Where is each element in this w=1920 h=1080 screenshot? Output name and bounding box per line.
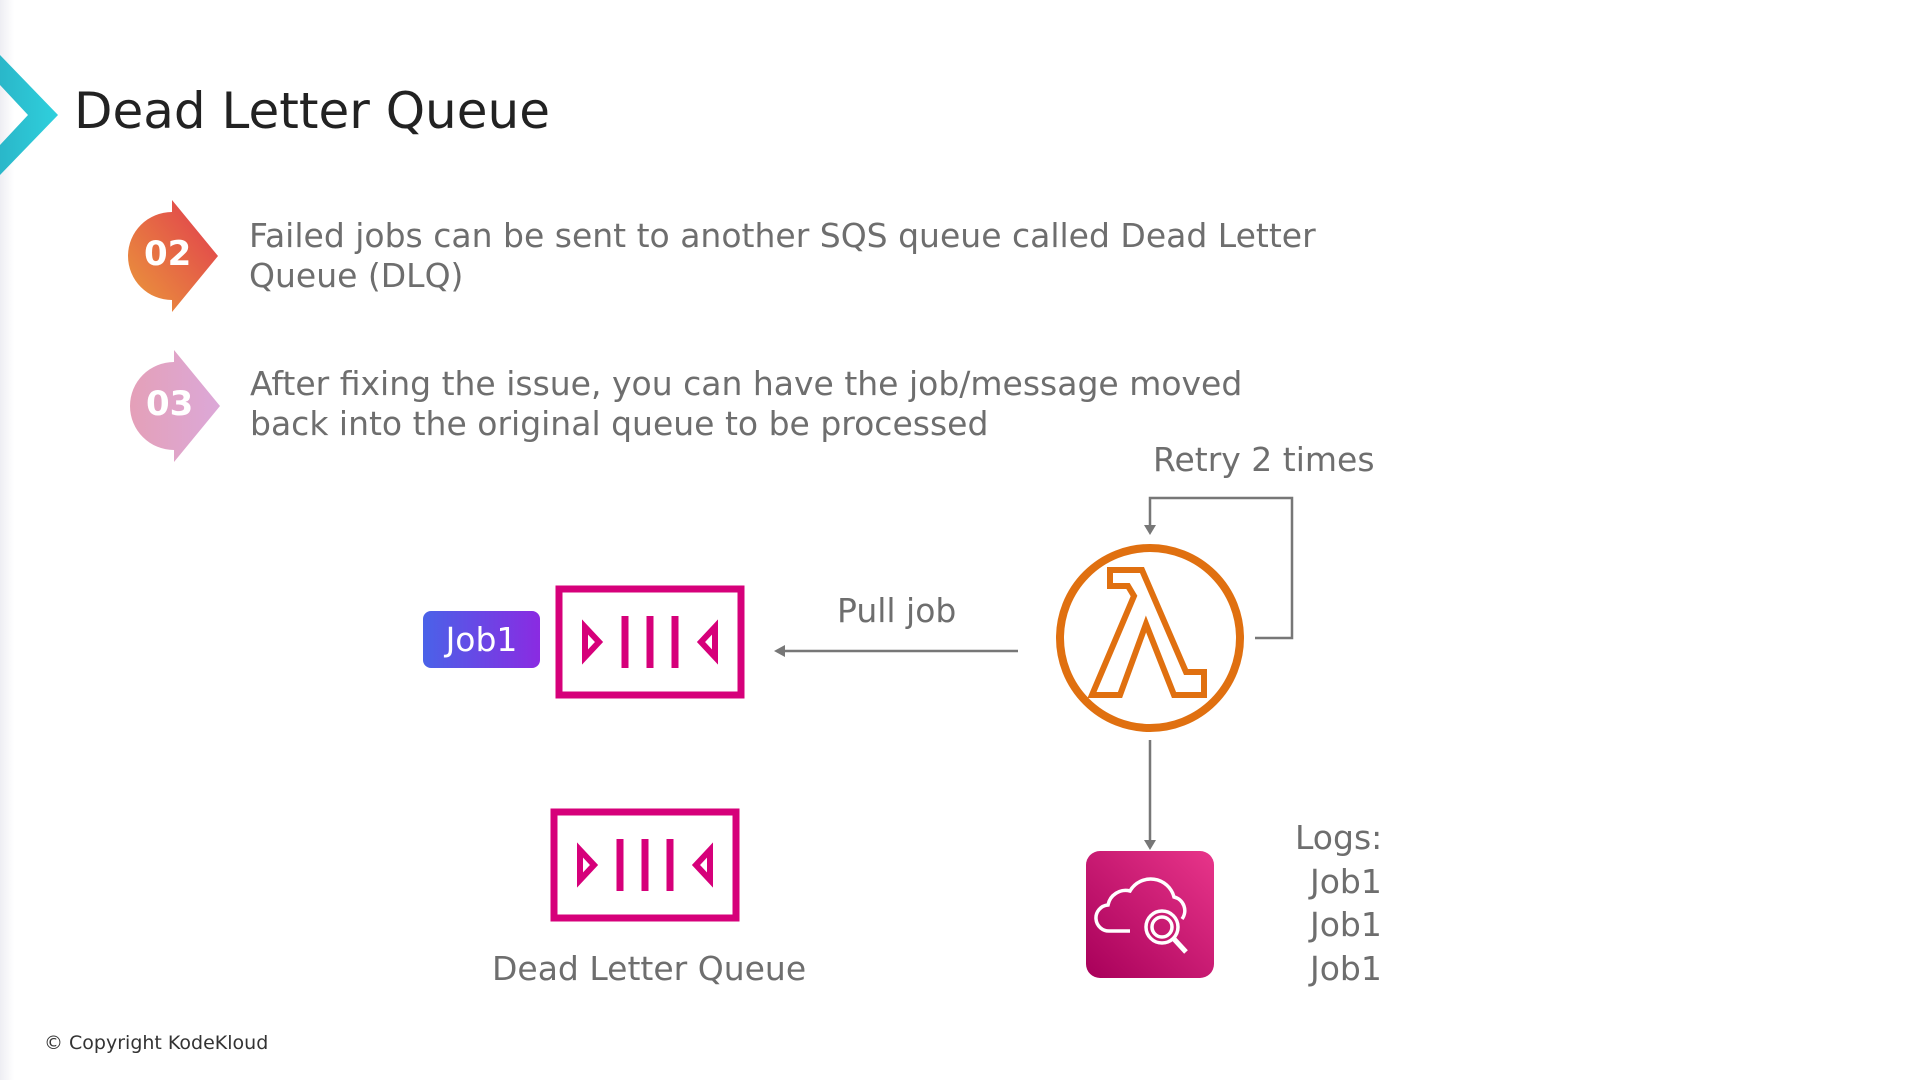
log-entry: Job1 <box>1310 862 1382 901</box>
pull-job-label: Pull job <box>837 591 957 630</box>
cloudwatch-icon <box>1086 851 1214 978</box>
log-entry: Job1 <box>1310 905 1382 944</box>
badge-03-number: 03 <box>146 384 194 424</box>
retry-label: Retry 2 times <box>1153 440 1375 479</box>
bullet-02-line1: Failed jobs can be sent to another SQS q… <box>249 216 1316 255</box>
title-chevron-icon <box>0 55 58 175</box>
bullet-03-line2: back into the original queue to be proce… <box>250 404 989 443</box>
cloud-search-icon <box>1094 877 1188 954</box>
bullet-02-text: Failed jobs can be sent to another SQS q… <box>249 216 1316 296</box>
retry-loop-arrow <box>1148 496 1294 640</box>
sqs-queue-icon <box>555 585 745 699</box>
bullet-03-line1: After fixing the issue, you can have the… <box>250 364 1243 403</box>
badge-03-icon <box>130 350 220 462</box>
job1-badge: Job1 <box>423 611 540 668</box>
page-title: Dead Letter Queue <box>74 82 550 140</box>
badge-02-icon <box>128 200 218 312</box>
logs-label: Logs: <box>1295 818 1383 857</box>
badge-02-number: 02 <box>144 234 192 274</box>
left-edge-shade <box>0 0 14 1080</box>
dlq-queue-icon <box>550 808 740 922</box>
bullet-02-line2: Queue (DLQ) <box>249 256 464 295</box>
dlq-label: Dead Letter Queue <box>492 949 807 988</box>
log-entry: Job1 <box>1310 949 1382 988</box>
copyright: © Copyright KodeKloud <box>44 1032 269 1054</box>
bullet-03-text: After fixing the issue, you can have the… <box>250 364 1242 444</box>
lambda-icon <box>1056 544 1244 732</box>
